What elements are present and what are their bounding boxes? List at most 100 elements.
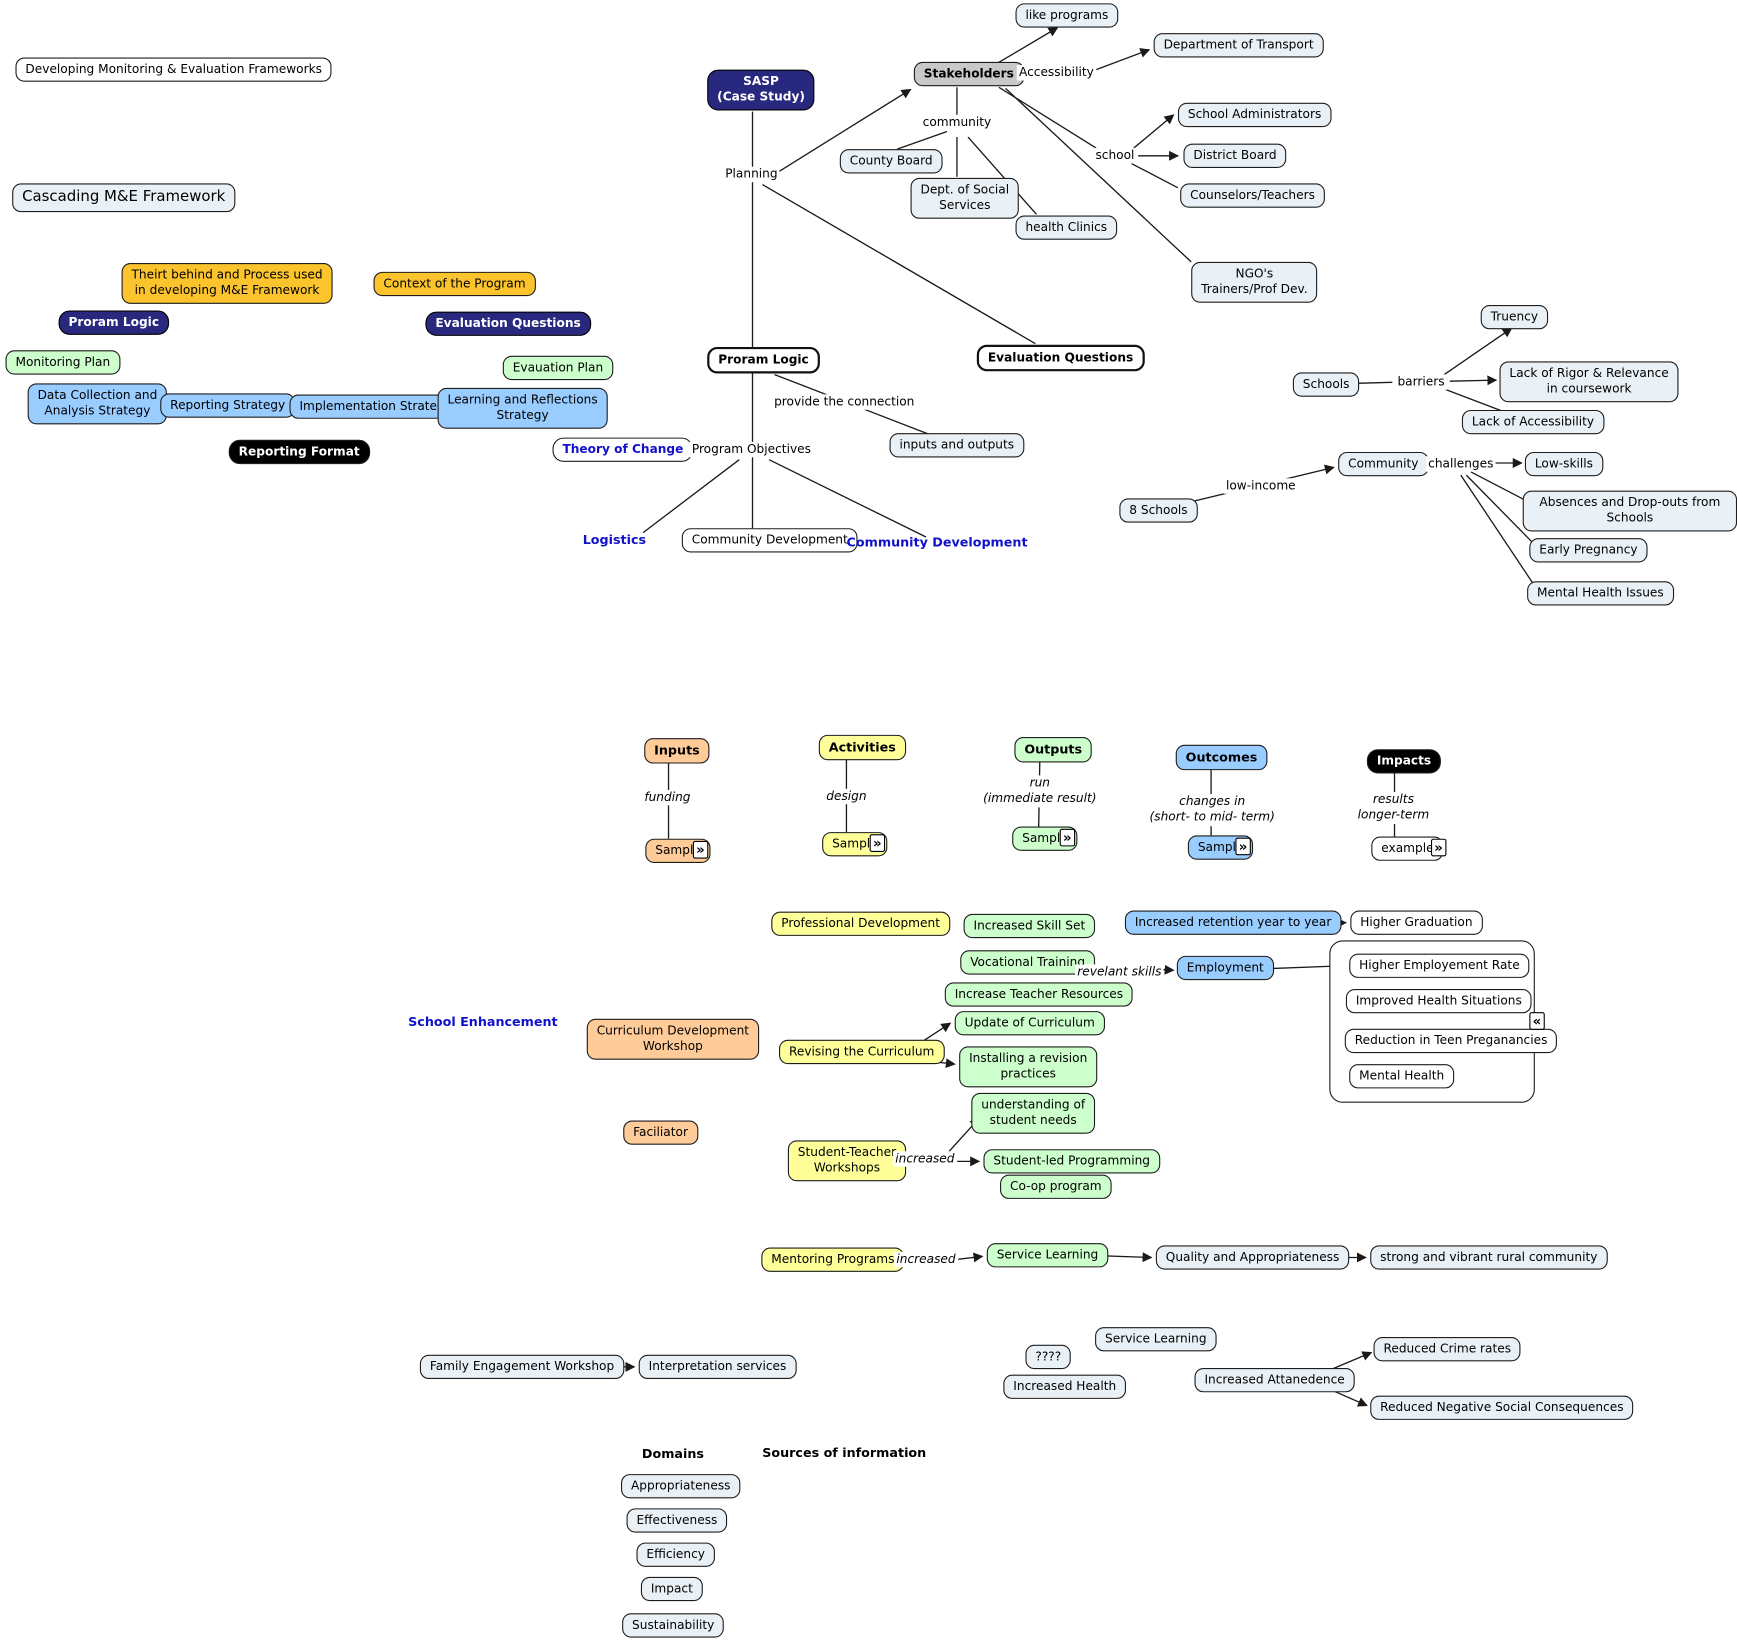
student-led-programming-node[interactable]: Student-led Programming [983, 1149, 1160, 1174]
reduced-negative-social-node[interactable]: Reduced Negative Social Consequences [1370, 1395, 1634, 1421]
connector-line-20 [1443, 327, 1513, 376]
school-link-label: school [1093, 147, 1137, 164]
vocational-training-node[interactable]: Vocational Training [960, 950, 1096, 975]
connector-line-43 [954, 1252, 984, 1263]
increased-health-node[interactable]: Increased Health [1003, 1374, 1127, 1400]
sasp-case-study-node[interactable]: SASP (Case Study) [707, 69, 815, 111]
connector-line-2 [997, 27, 1059, 64]
proram-logic-left-node[interactable]: Proram Logic [58, 310, 169, 336]
co-op-program-node[interactable]: Co-op program [1000, 1174, 1112, 1200]
school-administrators-node[interactable]: School Administrators [1177, 102, 1332, 128]
quality-appropriateness-node[interactable]: Quality and Appropriateness [1155, 1245, 1350, 1270]
cascading-me-framework-node[interactable]: Cascading M&E Framework [12, 183, 236, 212]
increased-attanedence-node[interactable]: Increased Attanedence [1194, 1367, 1355, 1393]
connector-line-22 [1443, 388, 1506, 413]
connector-line-28 [1460, 474, 1537, 589]
inputs-and-outputs-node[interactable]: inputs and outputs [889, 433, 1025, 458]
family-engagement-workshop-node[interactable]: Family Engagement Workshop [419, 1354, 625, 1380]
reporting-strategy-node[interactable]: Reporting Strategy [160, 393, 296, 419]
impacts-node[interactable]: Impacts [1366, 749, 1442, 774]
proram-logic-mid-node[interactable]: Proram Logic [707, 346, 820, 374]
professional-development-node[interactable]: Professional Development [771, 911, 950, 937]
early-pregnancy-node[interactable]: Early Pregnancy [1529, 538, 1648, 563]
implementation-strategy-node[interactable]: Implementation Strategy [289, 394, 462, 420]
efficiency-node[interactable]: Efficiency [636, 1542, 715, 1568]
dept-social-services-node[interactable]: Dept. of Social Services [910, 177, 1020, 219]
evaluation-questions-mid-node[interactable]: Evaluation Questions [976, 344, 1145, 372]
update-of-curriculum-node[interactable]: Update of Curriculum [954, 1011, 1105, 1036]
curriculum-development-workshop-node[interactable]: Curriculum Development Workshop [586, 1018, 759, 1060]
developing-me-frameworks-node[interactable]: Developing Monitoring & Evaluation Frame… [15, 57, 332, 83]
outcomes-node[interactable]: Outcomes [1175, 744, 1268, 771]
inputs-node[interactable]: Inputs [644, 738, 710, 764]
strong-vibrant-community-node[interactable]: strong and vibrant rural community [1370, 1245, 1608, 1270]
faciliator-node[interactable]: Faciliator [623, 1120, 698, 1146]
department-of-transport-node[interactable]: Department of Transport [1153, 33, 1324, 58]
example-impacts-expand-icon[interactable]: » [1430, 838, 1447, 857]
employment-node[interactable]: Employment [1176, 955, 1274, 981]
appropriateness-node[interactable]: Appropriateness [621, 1474, 741, 1499]
learning-reflections-strategy-node[interactable]: Learning and Reflections Strategy [437, 387, 608, 429]
design-label: design [824, 788, 869, 805]
higher-employement-rate-node[interactable]: Higher Employement Rate [1349, 953, 1530, 979]
sample-inputs-node[interactable]: Sample [645, 838, 711, 864]
theirt-behind-process-node[interactable]: Theirt behind and Process used in develo… [121, 262, 333, 304]
district-board-node[interactable]: District Board [1183, 143, 1287, 169]
evaluation-questions-left-node[interactable]: Evaluation Questions [425, 311, 591, 337]
schools-node[interactable]: Schools [1292, 372, 1360, 398]
counselors-teachers-node[interactable]: Counselors/Teachers [1180, 183, 1325, 209]
accessibility-label: Accessibility [1016, 65, 1096, 81]
health-clinics-node[interactable]: health Clinics [1015, 215, 1118, 241]
installing-revision-practices-node[interactable]: Installing a revision practices [959, 1046, 1098, 1087]
like-programs-node[interactable]: like programs [1015, 3, 1119, 28]
understanding-student-needs-node[interactable]: understanding of student needs [971, 1092, 1096, 1134]
community-development-boxed-node[interactable]: Community Development [681, 528, 858, 553]
low-skills-node[interactable]: Low-skills [1524, 451, 1603, 477]
unknown-questions-node[interactable]: ???? [1025, 1344, 1072, 1370]
community-node-node[interactable]: Community [1338, 451, 1429, 477]
effectiveness-node[interactable]: Effectiveness [626, 1508, 728, 1533]
service-learning-2-node[interactable]: Service Learning [1095, 1327, 1217, 1352]
increased-retention-node[interactable]: Increased retention year to year [1124, 910, 1342, 936]
interpretation-services-node[interactable]: Interpretation services [638, 1354, 797, 1380]
sample-inputs-expand-icon[interactable]: » [692, 840, 709, 859]
absences-dropouts-node[interactable]: Absences and Drop-outs from Schools [1522, 490, 1737, 532]
run-immediate-result-label: run (immediate result) [980, 775, 1099, 807]
sample-outcomes-expand-icon[interactable]: » [1235, 837, 1251, 856]
improved-health-situations-node[interactable]: Improved Health Situations [1345, 988, 1532, 1014]
data-collection-analysis-node[interactable]: Data Collection and Analysis Strategy [27, 383, 168, 424]
outputs-node[interactable]: Outputs [1014, 737, 1092, 763]
impact-node[interactable]: Impact [640, 1576, 703, 1602]
service-learning-1-node[interactable]: Service Learning [986, 1243, 1109, 1268]
eight-schools-node[interactable]: 8 Schools [1119, 498, 1198, 523]
theory-of-change-node[interactable]: Theory of Change [552, 437, 694, 463]
mental-health-issues-node[interactable]: Mental Health Issues [1527, 581, 1674, 606]
mental-health-node[interactable]: Mental Health [1349, 1064, 1455, 1089]
student-teacher-workshops-node[interactable]: Student-Teacher Workshops [787, 1140, 907, 1181]
reporting-format-node[interactable]: Reporting Format [228, 439, 370, 465]
higher-graduation-node[interactable]: Higher Graduation [1350, 910, 1483, 936]
evauation-plan-node[interactable]: Evauation Plan [502, 355, 614, 381]
lack-of-accessibility-node[interactable]: Lack of Accessibility [1461, 409, 1604, 435]
increased-skill-set-node[interactable]: Increased Skill Set [963, 913, 1096, 939]
monitoring-plan-node[interactable]: Monitoring Plan [5, 350, 121, 375]
reduced-crime-rates-node[interactable]: Reduced Crime rates [1373, 1337, 1522, 1362]
sample-outputs-expand-icon[interactable]: » [1059, 828, 1075, 847]
activities-node[interactable]: Activities [818, 734, 906, 761]
ngo-trainers-node[interactable]: NGO's Trainers/Prof Dev. [1191, 261, 1318, 303]
connector-line-1 [766, 88, 912, 180]
sample-activities-expand-icon[interactable]: » [869, 834, 885, 852]
mentoring-programs-node[interactable]: Mentoring Programs [761, 1247, 905, 1273]
context-of-program-node[interactable]: Context of the Program [373, 271, 536, 297]
sustainability-node[interactable]: Sustainability [622, 1613, 725, 1638]
revising-the-curriculum-node[interactable]: Revising the Curriculum [779, 1039, 945, 1065]
increase-teacher-resources-node[interactable]: Increase Teacher Resources [944, 982, 1134, 1007]
county-board-node[interactable]: County Board [839, 149, 943, 174]
sources-of-information-heading-label: Sources of information [760, 1444, 929, 1462]
outcomes-group-collapse-icon[interactable]: « [1529, 1012, 1545, 1030]
truency-node[interactable]: Truency [1480, 304, 1549, 330]
stakeholders-node[interactable]: Stakeholders [913, 61, 1024, 87]
lack-rigor-relevance-node[interactable]: Lack of Rigor & Relevance in coursework [1499, 361, 1679, 402]
reduction-teen-preganancies-node[interactable]: Reduction in Teen Preganancies [1344, 1028, 1558, 1054]
